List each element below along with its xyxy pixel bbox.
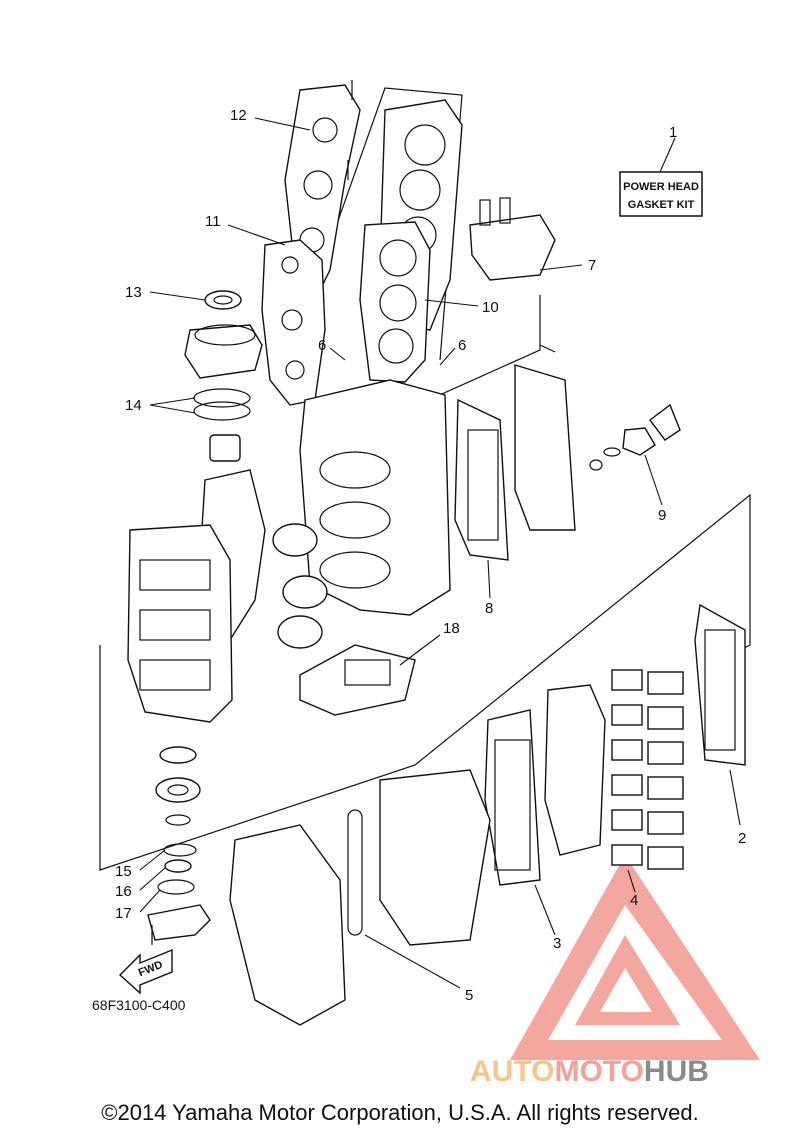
kit-box-line1: POWER HEAD <box>623 181 699 193</box>
head-gasket <box>261 239 326 406</box>
cylinder-block <box>299 379 451 616</box>
watermark-text: AUTOMOTOHUB <box>470 1055 709 1088</box>
intake-silencer <box>229 824 346 1026</box>
crankcase <box>127 524 233 723</box>
callout-labels: 1 2 3 4 5 6 6 7 8 9 10 11 12 13 14 15 16… <box>115 107 746 1004</box>
cylinder-gasket <box>359 221 431 383</box>
exhaust-cover <box>514 344 576 531</box>
watermark-logo <box>510 855 760 1060</box>
frame-line-upper <box>394 295 541 416</box>
callout-18: 18 <box>443 620 460 637</box>
callout-3: 3 <box>553 935 561 952</box>
callout-7: 7 <box>588 257 596 274</box>
oil-seal <box>204 290 242 310</box>
relief-valve <box>589 403 681 471</box>
callout-12: 12 <box>230 107 247 124</box>
callout-15: 15 <box>115 863 132 880</box>
o-rings <box>193 388 251 421</box>
callout-2: 2 <box>738 830 746 847</box>
bearing-housing <box>184 324 263 379</box>
reed-valve-gasket <box>694 603 746 766</box>
silencer-seal <box>347 809 363 936</box>
exhaust-cover-gasket <box>454 398 509 561</box>
callout-4: 4 <box>630 892 638 909</box>
callout-11: 11 <box>205 213 221 230</box>
callout-17: 17 <box>115 905 132 922</box>
fwd-arrow <box>118 948 173 995</box>
callout-5: 5 <box>465 987 473 1004</box>
intake-manifold <box>379 769 491 946</box>
kit-box-line2: GASKET KIT <box>628 199 695 211</box>
callout-10: 10 <box>482 299 499 316</box>
bushing <box>209 434 241 462</box>
copyright-notice: ©2014 Yamaha Motor Corporation, U.S.A. A… <box>101 1100 699 1125</box>
callout-1: 1 <box>669 124 677 141</box>
callout-14: 14 <box>125 397 142 414</box>
assembly-frame-line <box>99 493 751 871</box>
drawing-code: 68F3100-C400 <box>92 997 186 1013</box>
exploded-parts-diagram: 1 2 3 4 5 6 6 7 8 9 10 11 12 13 14 15 16… <box>92 80 760 1060</box>
callout-16: 16 <box>115 883 132 900</box>
base-gasket <box>299 644 416 716</box>
callout-6a: 6 <box>318 337 326 354</box>
callout-8: 8 <box>485 600 493 617</box>
intake-gasket <box>484 709 541 886</box>
reed-valves <box>611 669 684 870</box>
callout-9: 9 <box>658 507 666 524</box>
leader-lines <box>139 117 741 989</box>
lower-seal-stack <box>147 746 211 945</box>
kit-box <box>619 171 703 217</box>
thermostat-cover <box>469 197 556 281</box>
callout-6b: 6 <box>458 337 466 354</box>
callout-13: 13 <box>125 284 142 301</box>
reed-plate <box>544 684 606 856</box>
